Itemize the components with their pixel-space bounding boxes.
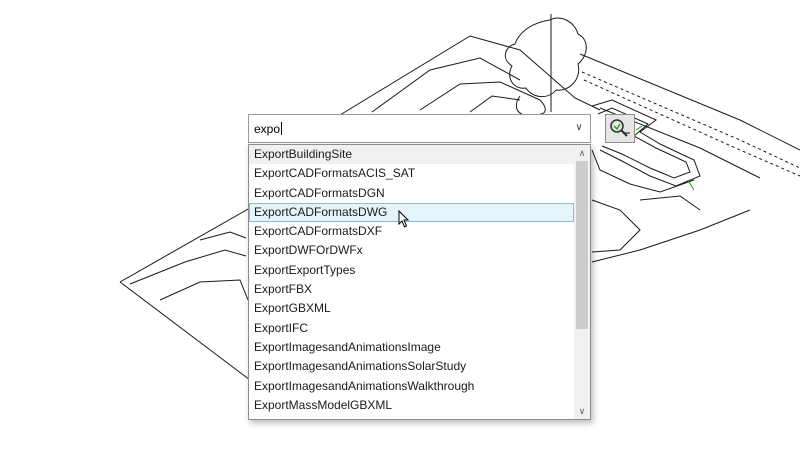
terrain-contour xyxy=(371,57,521,113)
list-item[interactable]: ExportImagesandAnimationsSolarStudy xyxy=(254,359,467,374)
list-item[interactable]: ExportCADFormatsDXF xyxy=(254,224,383,239)
list-item[interactable]: ExportFBX xyxy=(254,282,313,297)
list-item[interactable]: ExportGBXML xyxy=(254,301,331,316)
terrain-contour xyxy=(419,81,541,111)
mouse-pointer-icon xyxy=(398,210,410,228)
terrain-outline xyxy=(119,207,251,382)
magnifier-search-icon xyxy=(610,119,630,137)
chevron-down-icon[interactable]: ∨ xyxy=(575,122,583,133)
terrain-contour xyxy=(591,199,641,253)
accent-line xyxy=(635,125,643,131)
terrain-contour xyxy=(199,231,247,241)
scroll-down-arrow-icon[interactable]: ∨ xyxy=(578,406,586,416)
road-line xyxy=(581,71,800,169)
vertical-scrollbar[interactable]: ∧ ∨ xyxy=(574,145,590,419)
results-list: ExportBuildingSite ExportCADFormatsACIS_… xyxy=(249,145,574,415)
building-outline xyxy=(597,107,691,179)
road-line xyxy=(579,53,800,151)
accent-line xyxy=(687,179,695,191)
list-item[interactable]: ExportBuildingSite xyxy=(249,145,574,165)
building-outline xyxy=(591,149,695,193)
list-item[interactable]: ExportCADFormatsDGN xyxy=(254,185,385,200)
list-item[interactable]: ExportImagesandAnimationsImage xyxy=(254,339,441,354)
scroll-up-arrow-icon[interactable]: ∧ xyxy=(578,148,586,158)
list-item[interactable]: ExportImagesandAnimationsWalkthrough xyxy=(254,378,475,393)
terrain-contour xyxy=(639,195,701,211)
search-button[interactable] xyxy=(605,114,635,143)
text-caret xyxy=(281,122,283,135)
list-item[interactable]: ExportCADFormatsACIS_SAT xyxy=(254,166,416,181)
list-item[interactable]: ExportIFC xyxy=(254,320,309,335)
building-outline xyxy=(591,99,701,187)
terrain-contour xyxy=(591,209,751,263)
list-item[interactable]: ExportExportTypes xyxy=(254,262,356,277)
terrain-contour xyxy=(159,279,249,301)
tree-outline xyxy=(515,95,546,115)
terrain-contour xyxy=(469,95,521,113)
command-search-combobox[interactable]: expo ∨ xyxy=(248,114,591,143)
list-item[interactable]: ExportMassModelGBXML xyxy=(254,397,393,412)
search-results-dropdown[interactable]: ExportBuildingSite ExportCADFormatsACIS_… xyxy=(248,144,591,420)
tree-outline xyxy=(504,17,587,97)
list-item[interactable]: ExportDWFOrDWFx xyxy=(254,243,363,258)
terrain-contour xyxy=(129,249,247,285)
terrain-outline xyxy=(339,35,601,116)
list-item-hovered[interactable]: ExportCADFormatsDWG xyxy=(249,202,574,223)
scrollbar-thumb[interactable] xyxy=(576,161,588,329)
search-input[interactable]: expo xyxy=(254,122,283,136)
road-line xyxy=(583,79,800,177)
